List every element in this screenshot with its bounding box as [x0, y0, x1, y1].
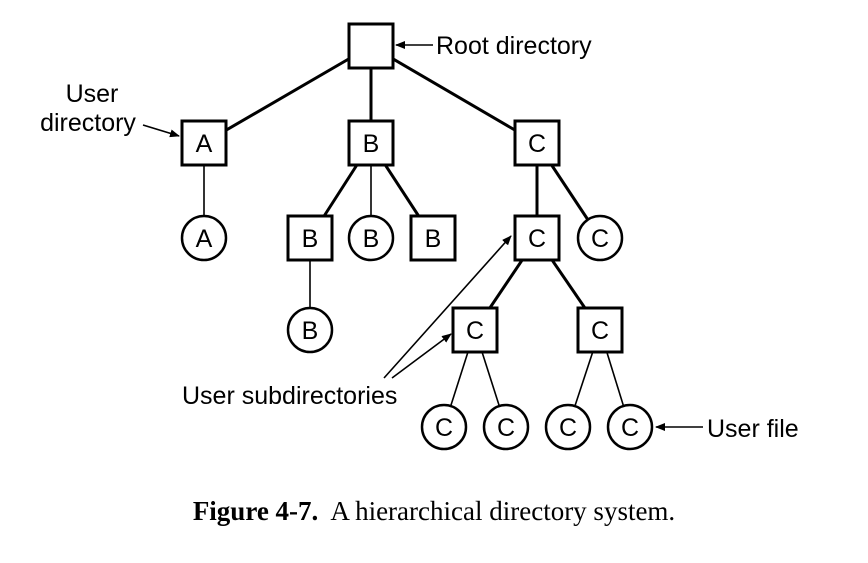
figure-number: Figure 4-7. [192, 496, 319, 526]
node-label: A [196, 225, 213, 253]
directory-node-B_d1: B [286, 214, 334, 262]
file-circle [420, 403, 468, 451]
node-label: C [591, 225, 609, 253]
file-circle [606, 403, 654, 451]
user-directory-arrow [142, 124, 180, 138]
file-circle [482, 403, 530, 451]
directory-node-root [347, 22, 395, 70]
directory-box [513, 214, 561, 262]
root-directory-label: Root directory [436, 32, 592, 60]
directory-box [286, 214, 334, 262]
file-node-C_f3: C [482, 403, 530, 451]
directory-node-C_d1: C [513, 214, 561, 262]
node-label: C [528, 130, 546, 158]
file-circle [180, 214, 228, 262]
node-label: C [621, 414, 639, 442]
user-file-label: User file [707, 415, 799, 443]
file-node-C_f4: C [544, 403, 592, 451]
node-label: C [559, 414, 577, 442]
directory-box [409, 214, 457, 262]
file-circle [576, 214, 624, 262]
file-node-A_f: A [180, 214, 228, 262]
directory-box [513, 119, 561, 167]
node-label: B [363, 130, 380, 158]
user-subdirectories-arrow-upper [383, 235, 512, 379]
directory-box [347, 119, 395, 167]
node-label: C [466, 317, 484, 345]
directory-node-B: B [347, 119, 395, 167]
file-circle [347, 214, 395, 262]
node-label: C [435, 414, 453, 442]
file-node-C_f1: C [576, 214, 624, 262]
directory-node-C_d2: C [451, 306, 499, 354]
directory-box [347, 22, 395, 70]
edge-root-A [203, 44, 372, 145]
directory-node-C: C [513, 119, 561, 167]
figure-caption-text: A hierarchical directory system. [330, 496, 676, 526]
annotations: Root directory User directory User subdi… [40, 32, 799, 443]
file-node-B_f2: B [286, 306, 334, 354]
figure-caption: Figure 4-7. A hierarchical directory sys… [0, 496, 868, 527]
file-circle [544, 403, 592, 451]
node-label: B [363, 225, 380, 253]
tree-nodes: A B C A B B B B C C C C C C C C [180, 22, 654, 451]
file-circle [286, 306, 334, 354]
user-subdirectories-label: User subdirectories [182, 382, 397, 410]
directory-node-C_d3: C [576, 306, 624, 354]
node-label: B [302, 225, 319, 253]
node-label: A [196, 130, 213, 158]
node-label: C [528, 225, 546, 253]
user-directory-label-line2: directory [40, 109, 136, 137]
node-label: B [425, 225, 442, 253]
directory-box [451, 306, 499, 354]
directory-box [576, 306, 624, 354]
file-node-C_f2: C [420, 403, 468, 451]
file-node-C_f5: C [606, 403, 654, 451]
node-label: C [591, 317, 609, 345]
directory-node-B_d2: B [409, 214, 457, 262]
directory-node-A: A [180, 119, 228, 167]
file-node-B_f1: B [347, 214, 395, 262]
edge-root-C [370, 44, 538, 145]
user-directory-label-line1: User [66, 80, 119, 108]
node-label: C [497, 414, 515, 442]
directory-box [180, 119, 228, 167]
node-label: B [302, 317, 319, 345]
user-subdirectories-arrow-lower [391, 333, 452, 379]
